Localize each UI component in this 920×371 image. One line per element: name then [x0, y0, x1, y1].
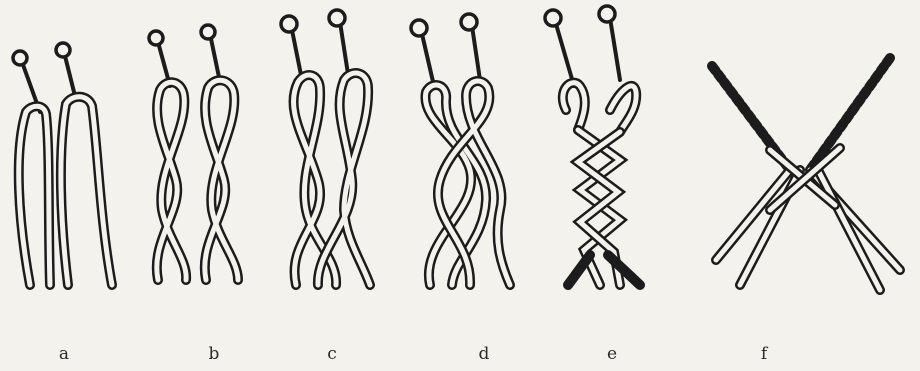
pin-head-icon — [281, 16, 297, 32]
pin-shaft — [556, 24, 574, 86]
pin-shaft — [472, 26, 480, 80]
pin-head-icon — [56, 43, 70, 57]
pin-head-icon — [545, 10, 561, 26]
panel-e-illustration — [545, 6, 640, 285]
braid-strand — [810, 58, 890, 170]
braid-tail — [568, 255, 590, 285]
pin-head-icon — [411, 20, 427, 36]
pin-shaft — [292, 30, 302, 80]
pin-head-icon — [201, 25, 215, 39]
panel-label-f: f — [761, 344, 767, 364]
panel-label-b: b — [209, 344, 220, 364]
pin-head-icon — [329, 10, 345, 26]
cord-loop — [61, 97, 112, 285]
panel-label-e: e — [607, 344, 617, 364]
panel-c-illustration — [281, 10, 370, 285]
pin-shaft — [340, 22, 348, 74]
pin-head-icon — [599, 6, 615, 22]
pin-shaft — [422, 34, 434, 86]
panel-b-illustration — [149, 25, 238, 280]
pin-shaft — [210, 34, 220, 82]
panel-label-a: a — [59, 344, 69, 364]
panel-a-illustration — [13, 43, 112, 285]
pin-head-icon — [461, 14, 477, 30]
panel-d-illustration — [411, 14, 510, 285]
panel-f-illustration — [712, 58, 900, 290]
panel-label-d: d — [479, 344, 490, 364]
panel-label-c: c — [327, 344, 337, 364]
pin-head-icon — [13, 51, 27, 65]
pin-shaft — [610, 18, 620, 80]
pin-head-icon — [149, 31, 163, 45]
